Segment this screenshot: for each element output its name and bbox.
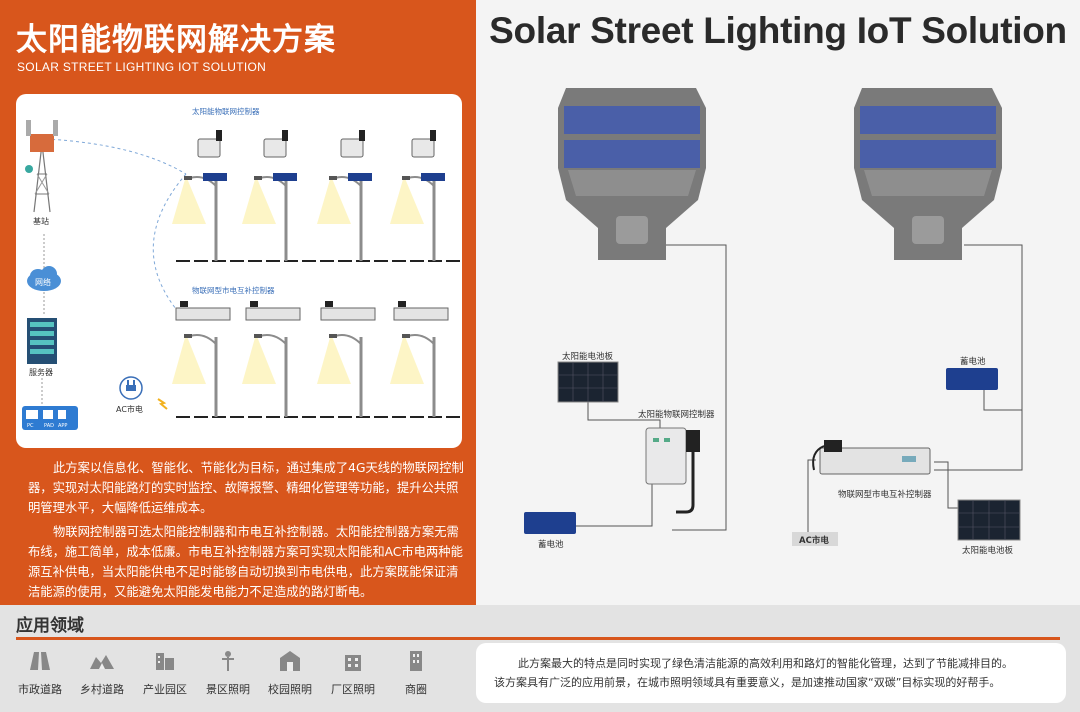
factory-icon	[345, 655, 361, 671]
ac-power-label-right: AC市电	[799, 536, 829, 546]
scenic-lamp-icon	[222, 651, 234, 671]
summary-line-2: 该方案具有广泛的应用前景，在城市照明领域具有重要意义，是加速推动国家“双碳”目标…	[494, 676, 1001, 689]
industrial-park-icon	[156, 653, 174, 670]
summary-box: 此方案最大的特点是同时实现了绿色清洁能源的高效利用和路灯的智能化管理，达到了节能…	[476, 643, 1066, 703]
solar-controller-label: 太阳能物联网控制器	[192, 106, 260, 116]
road-icon	[30, 652, 50, 670]
hybrid-controller-label: 物联网型市电互补控制器	[192, 285, 275, 295]
svg-text:PC: PC	[27, 423, 34, 429]
controller-label: 太阳能物联网控制器	[638, 410, 715, 420]
terminal-devices-icon: PC PAD APP	[22, 406, 78, 430]
base-station-label: 基站	[33, 216, 49, 226]
system-wiring-svg	[524, 88, 1023, 546]
battery-label-right: 蓄电池	[960, 357, 986, 367]
battery-icon-right	[946, 368, 998, 390]
led-lamp-head-right	[854, 88, 1002, 260]
svg-text:APP: APP	[58, 423, 67, 429]
app-label: 市政道路	[18, 683, 62, 696]
led-lamp-head-left	[558, 88, 706, 260]
description-paragraph-1: 此方案以信息化、智能化、节能化为目标，通过集成了4G天线的物联网控制器，实现对太…	[28, 461, 464, 515]
battery-icon	[524, 512, 576, 534]
app-item-campus-lighting: 校园照明	[260, 649, 320, 697]
app-label: 产业园区	[143, 683, 187, 696]
applications-section: 应用领域 市政道路 乡村道路 产业园区 景区照明 校园照明 厂区照明 商圈 此方…	[0, 605, 1080, 712]
server-label: 服务器	[29, 367, 53, 377]
app-label: 校园照明	[268, 683, 312, 696]
solar-controller-icon	[645, 427, 700, 514]
description-block: 此方案以信息化、智能化、节能化为目标，通过集成了4G天线的物联网控制器，实现对太…	[28, 458, 464, 602]
solar-streetlamp-row	[172, 130, 445, 261]
app-item-scenic-lighting: 景区照明	[198, 649, 258, 697]
network-label: 网络	[35, 277, 51, 287]
app-item-village-road: 乡村道路	[72, 649, 132, 697]
app-item-municipal-road: 市政道路	[10, 649, 70, 697]
hybrid-controller-icon	[812, 440, 931, 475]
hybrid-streetlamp-row	[172, 301, 449, 417]
solar-panel-label: 太阳能电池板	[562, 352, 614, 362]
app-label: 商圈	[405, 683, 427, 696]
app-item-business-district: 商圈	[386, 649, 446, 697]
hybrid-controller-label-right: 物联网型市电互补控制器	[838, 490, 932, 500]
app-item-factory-lighting: 厂区照明	[323, 649, 383, 697]
left-panel: 太阳能物联网解决方案 SOLAR STREET LIGHTING IOT SOL…	[0, 0, 476, 605]
base-station-icon	[25, 120, 58, 213]
architecture-svg: 基站 网络 服务器	[22, 106, 462, 430]
iot-architecture-diagram: 基站 网络 服务器	[16, 94, 462, 448]
business-district-icon	[410, 651, 422, 671]
app-label: 景区照明	[206, 683, 250, 696]
svg-text:PAD: PAD	[44, 423, 54, 429]
solar-panel-icon	[557, 361, 619, 403]
server-icon	[27, 318, 57, 364]
app-label: 乡村道路	[80, 683, 124, 696]
title-cn: 太阳能物联网解决方案	[16, 22, 336, 58]
main-title: Solar Street Lighting IoT Solution	[489, 10, 1067, 51]
ac-plug-icon	[119, 376, 143, 400]
title-en: SOLAR STREET LIGHTING IOT SOLUTION	[17, 60, 267, 74]
village-road-icon	[90, 655, 114, 669]
ac-label-box	[792, 532, 838, 546]
solar-panel-icon-right	[957, 499, 1021, 541]
app-label: 厂区照明	[331, 683, 375, 696]
cloud-icon	[27, 266, 61, 291]
battery-label: 蓄电池	[538, 540, 564, 550]
description-paragraph-2: 物联网控制器可选太阳能控制器和市电互补控制器。太阳能控制器方案无需布线，施工简单…	[28, 525, 463, 599]
applications-title: 应用领域	[16, 616, 84, 636]
solar-panel-label-right: 太阳能电池板	[962, 546, 1014, 556]
summary-line-1: 此方案最大的特点是同时实现了绿色清洁能源的高效利用和路灯的智能化管理，达到了节能…	[518, 657, 1013, 670]
ac-power-label: AC市电	[116, 404, 143, 414]
right-panel: Solar Street Lighting IoT Solution	[476, 0, 1080, 605]
app-item-industrial-park: 产业园区	[135, 649, 195, 697]
campus-icon	[280, 651, 300, 671]
applications-divider	[16, 637, 1060, 640]
